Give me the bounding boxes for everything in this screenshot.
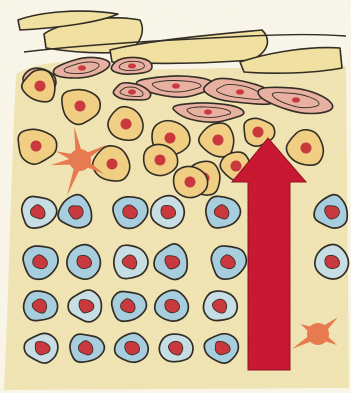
nucleus xyxy=(204,109,212,114)
nucleus xyxy=(161,205,176,218)
nucleus xyxy=(172,83,180,88)
nucleus xyxy=(77,255,92,268)
nucleus xyxy=(165,299,180,312)
nucleus xyxy=(78,65,86,70)
nucleus xyxy=(231,161,242,172)
nucleus xyxy=(236,89,244,94)
nucleus xyxy=(185,177,196,188)
nucleus xyxy=(253,127,264,138)
nucleus xyxy=(35,81,46,92)
nucleus xyxy=(107,159,118,170)
melanocyte-body xyxy=(307,323,329,345)
nucleus xyxy=(128,63,136,68)
nucleus xyxy=(75,101,86,112)
nucleus xyxy=(213,135,224,146)
nucleus xyxy=(301,143,312,154)
nucleus xyxy=(325,255,340,268)
nucleus xyxy=(155,155,166,166)
nucleus xyxy=(292,97,300,102)
nucleus xyxy=(165,133,176,144)
nucleus xyxy=(125,341,140,354)
melanocyte-body xyxy=(69,149,91,171)
nucleus xyxy=(121,119,132,130)
nucleus xyxy=(128,89,136,94)
nucleus xyxy=(31,141,42,152)
